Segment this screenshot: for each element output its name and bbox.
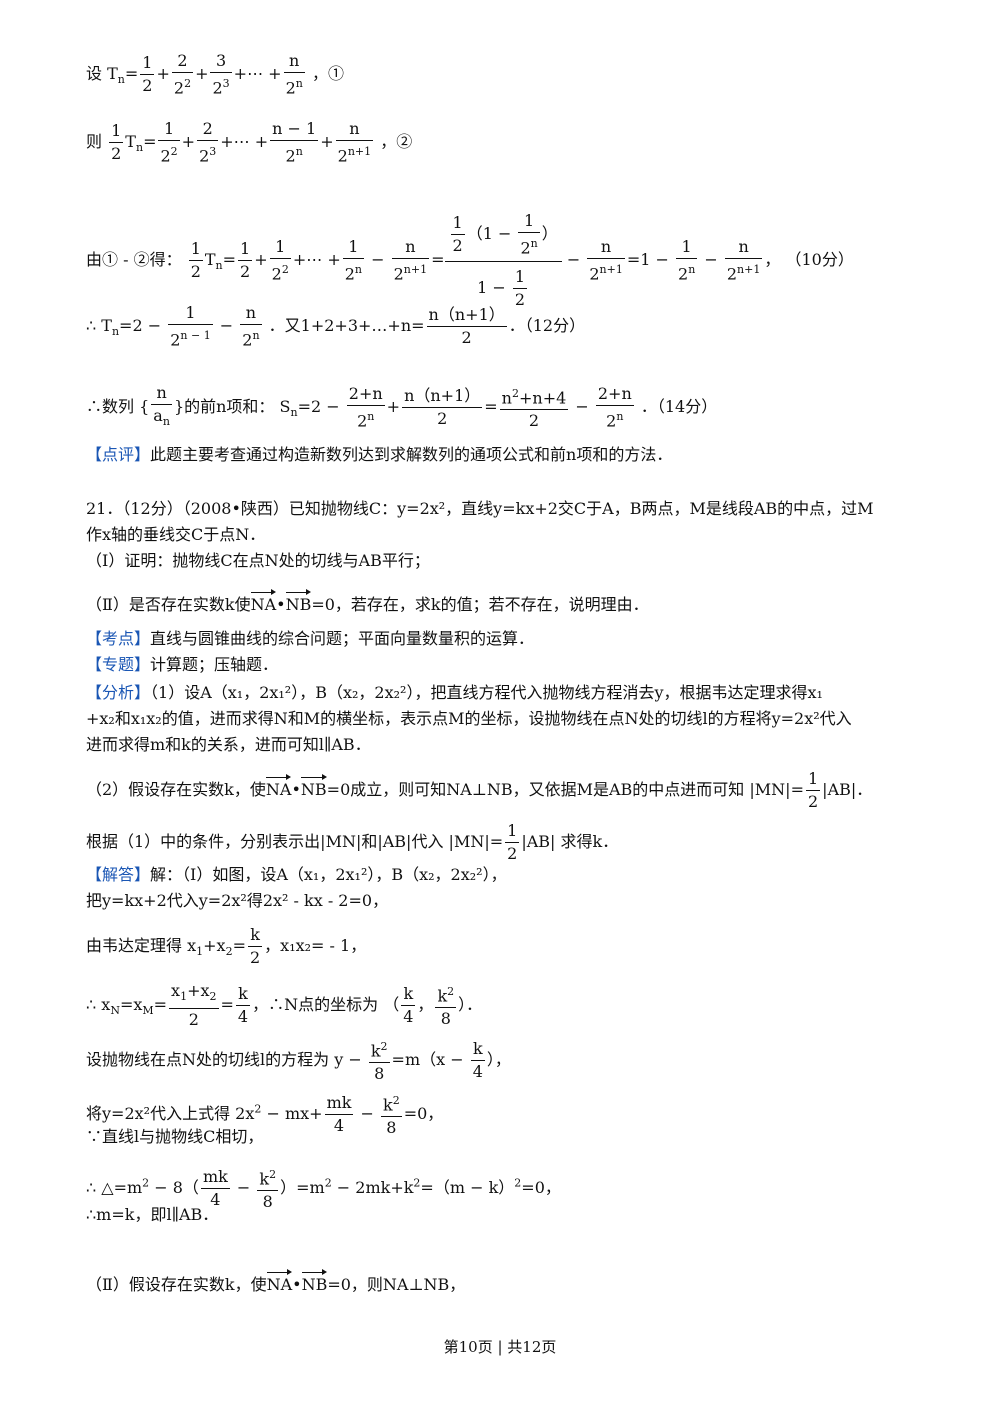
formula-sum-n: n（n+1）2 [426,305,507,348]
fenxi-line2: +x₂和x₁x₂的值，进而求得N和M的横坐标，表示点M的坐标，设抛物线在点N处的… [86,709,852,728]
zhuanti-line: 【专题】计算题；压轴题． [86,655,279,674]
jieda-line9: ∴m=k，即l∥AB． [86,1205,219,1224]
zhuanti-tag: 【专题】 [86,655,151,674]
fenxi-line4: （2）假设存在实数k，使NA•NB=0成立，则可知NA⊥NB，又依据M是AB的中… [86,769,873,811]
vector-dot-na-nb-3: NA•NB [266,1269,327,1294]
q21-line2: 作x轴的垂线交C于点N． [86,525,266,544]
vector-dot-na-nb: NA•NB [250,589,311,614]
q21-line1: 21．（12分）（2008•陕西）已知抛物线C：y=2x²，直线y=kx+2交C… [86,499,874,518]
page-footer: 第10页 | 共12页 [443,1338,557,1356]
comment-tag: 【点评】 [86,445,151,464]
q21-part1: （Ⅰ）证明：抛物线C在点N处的切线与AB平行； [86,551,430,570]
vector-dot-na-nb-2: NA•NB [265,774,327,799]
fenxi-line3: 进而求得m和k的关系，进而可知l∥AB． [86,735,371,754]
jieda-line1: 【解答】解：（Ⅰ）如图，设A（x₁，2x₁²），B（x₂，2x₂²）， [86,865,507,884]
kaodian-line: 【考点】直线与圆锥曲线的综合问题；平面向量数量积的运算． [86,629,535,648]
q21-part2: （Ⅱ）是否存在实数k使NA•NB=0，若存在，求k的值；若不存在，说明理由． [86,589,940,616]
jieda-line10: （Ⅱ）假设存在实数k，使NA•NB=0，则NA⊥NB， [86,1269,940,1296]
fenxi-line1: 【分析】（1）设A（x₁，2x₁²），B（x₂，2x₂²），把直线方程代入抛物线… [86,683,823,702]
fenxi-tag: 【分析】 [86,683,151,702]
comment-line: 【点评】此题主要考查通过构造新数列达到求解数列的通项公式和前n项和的方法． [86,445,673,464]
jieda-tag: 【解答】 [86,865,151,884]
jieda-line7: ∵直线l与抛物线C相切， [86,1127,264,1146]
jieda-line2: 把y=kx+2代入y=2x²得2x² - kx - 2=0， [86,891,389,910]
kaodian-tag: 【考点】 [86,629,151,648]
